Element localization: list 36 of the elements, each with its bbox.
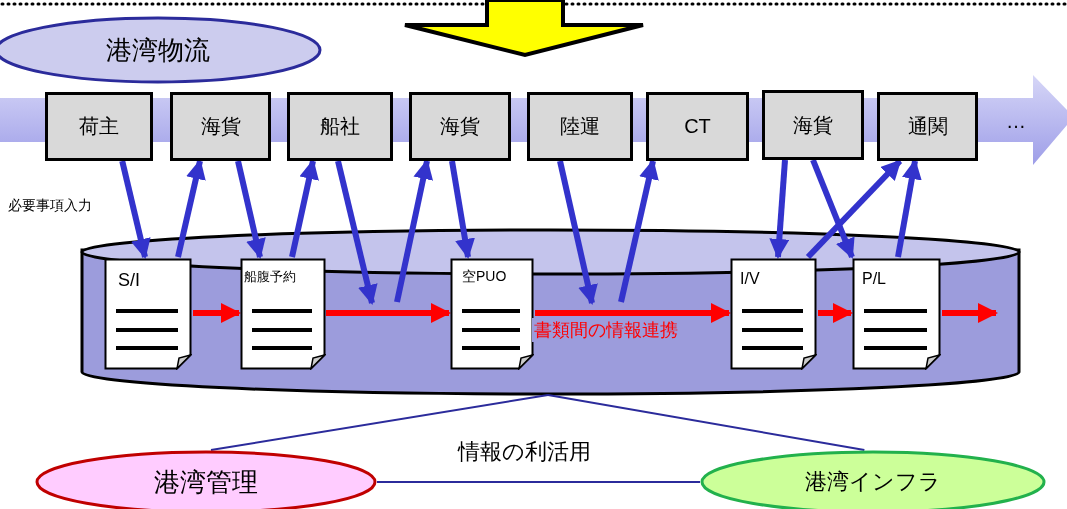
connector-line (376, 481, 701, 483)
document: 空PUO (450, 258, 534, 370)
connector-line (210, 394, 549, 451)
process-box: 陸運 (527, 92, 633, 161)
document: S/I (104, 258, 192, 370)
arrow (810, 158, 855, 259)
process-box: 海貨 (409, 92, 511, 161)
arrow (119, 160, 151, 259)
arrow (557, 160, 598, 305)
edge-label: 書類間の情報連携 (532, 318, 680, 342)
process-box: 海貨 (170, 92, 271, 161)
process-box: 船社 (287, 92, 393, 161)
document: I/V (730, 258, 817, 370)
arrow (535, 303, 731, 323)
document: P/L (852, 258, 941, 370)
arrow (618, 159, 659, 303)
arrow (235, 160, 266, 259)
arrow (326, 303, 451, 323)
process-box: CT (646, 92, 749, 161)
arrow (818, 303, 853, 323)
connector-line (547, 394, 866, 451)
process-box: 海貨 (762, 90, 864, 160)
arrow (449, 160, 475, 259)
arrow (895, 159, 922, 258)
ellipsis: … (1006, 110, 1026, 133)
process-box: 通関 (877, 92, 978, 161)
arrow (805, 158, 903, 260)
document: 船腹予約 (240, 258, 326, 370)
arrow (942, 303, 998, 323)
database-cylinder (80, 228, 1021, 396)
side-note: 必要事項入力 (8, 197, 92, 215)
arrow (335, 160, 378, 305)
arrow (394, 159, 434, 303)
arrow (193, 303, 241, 323)
arrow (769, 159, 790, 259)
process-box: 荷主 (45, 92, 153, 161)
